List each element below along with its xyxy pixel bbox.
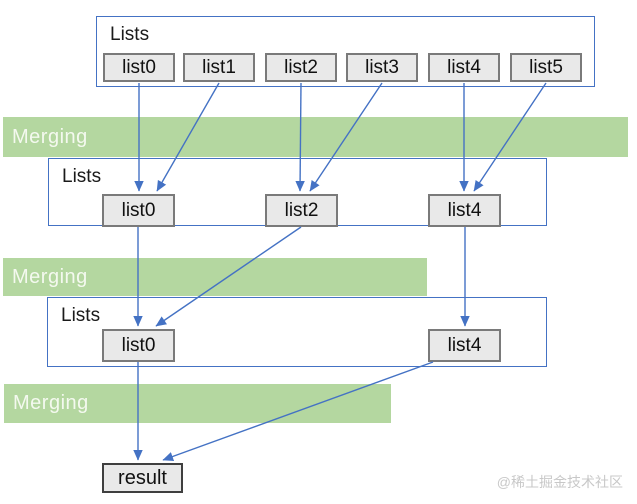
level2-node-list4: list4 <box>428 194 501 227</box>
level3-node-list4: list4 <box>428 329 501 362</box>
lists-container-level3-title: Lists <box>61 305 101 326</box>
level1-node-list0: list0 <box>103 53 175 82</box>
merging-band-3: Merging <box>4 384 391 423</box>
level3-node-list0: list0 <box>102 329 175 362</box>
lists-container-level1-title: Lists <box>110 24 150 45</box>
merging-band-1-label: Merging <box>12 125 88 148</box>
watermark-text: @稀土掘金技术社区 <box>496 474 623 490</box>
result-node: result <box>102 463 183 493</box>
level1-node-list4: list4 <box>428 53 500 82</box>
lists-container-level1: Lists <box>96 16 595 87</box>
merging-band-2: Merging <box>3 258 427 296</box>
level1-node-list1: list1 <box>183 53 255 82</box>
level1-node-list2: list2 <box>265 53 337 82</box>
merging-band-1: Merging <box>3 117 628 157</box>
level1-node-list5: list5 <box>510 53 582 82</box>
merging-band-2-label: Merging <box>12 265 88 288</box>
level1-node-list3: list3 <box>346 53 418 82</box>
level2-node-list2: list2 <box>265 194 338 227</box>
merging-band-3-label: Merging <box>13 392 89 414</box>
level2-node-list0: list0 <box>102 194 175 227</box>
lists-container-level2-title: Lists <box>62 166 102 187</box>
